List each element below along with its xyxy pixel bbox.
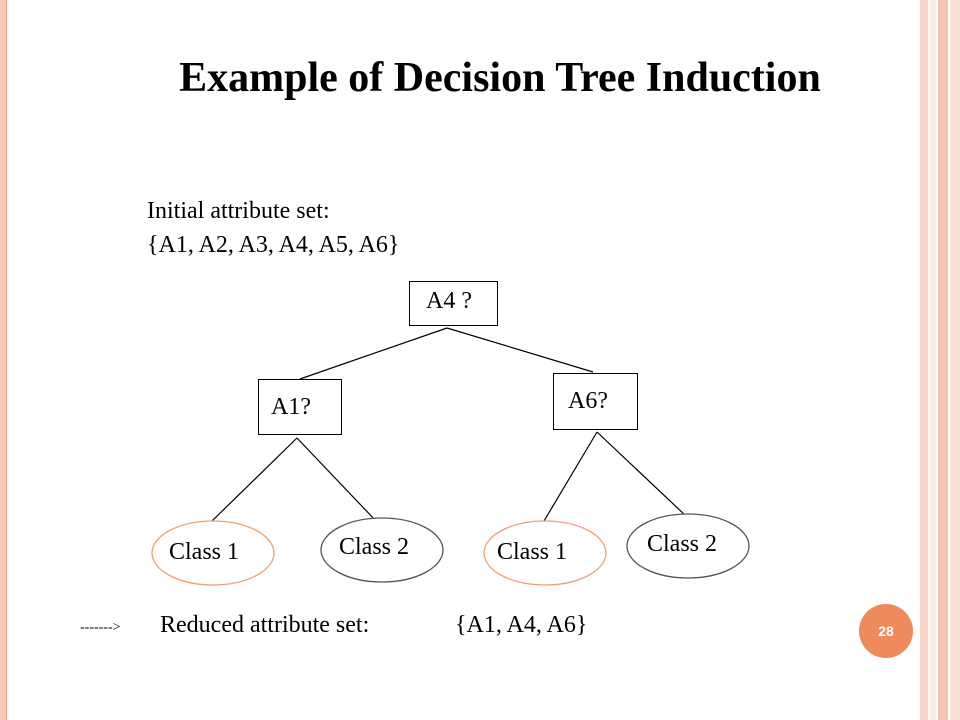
reduced-attribute-label: Reduced attribute set: [160,612,370,638]
leaf-class2-left-ellipse [320,517,444,583]
edge-root-a1 [299,327,448,380]
slide-left-border [0,0,7,720]
leaf-class2-right-ellipse [626,513,750,579]
edge-a6-class2 [596,431,687,517]
leaf-class2-right: Class 2 [647,531,718,557]
initial-attribute-set: {A1, A2, A3, A4, A5, A6} [147,232,400,258]
reduced-arrow: -------> [80,620,121,635]
edge-a1-class2 [296,437,377,522]
reduced-attribute-set: {A1, A4, A6} [455,612,588,638]
initial-attribute-label: Initial attribute set: [147,198,330,224]
edge-a1-class1 [211,437,298,522]
leaf-class1-right: Class 1 [497,539,568,565]
slide-title: Example of Decision Tree Induction [179,55,821,101]
leaf-class1-left: Class 1 [169,539,240,565]
edge-root-a6 [446,327,594,373]
tree-node-a6: A6? [553,373,638,430]
leaf-class2-left: Class 2 [339,534,410,560]
slide-right-border [920,0,960,720]
leaf-class1-right-ellipse [483,520,607,586]
leaf-class1-left-ellipse [151,520,275,586]
edge-a6-class1 [543,431,598,522]
page-number-badge: 28 [859,604,913,658]
tree-node-root: A4 ? [409,281,498,326]
tree-node-a1: A1? [258,379,342,435]
